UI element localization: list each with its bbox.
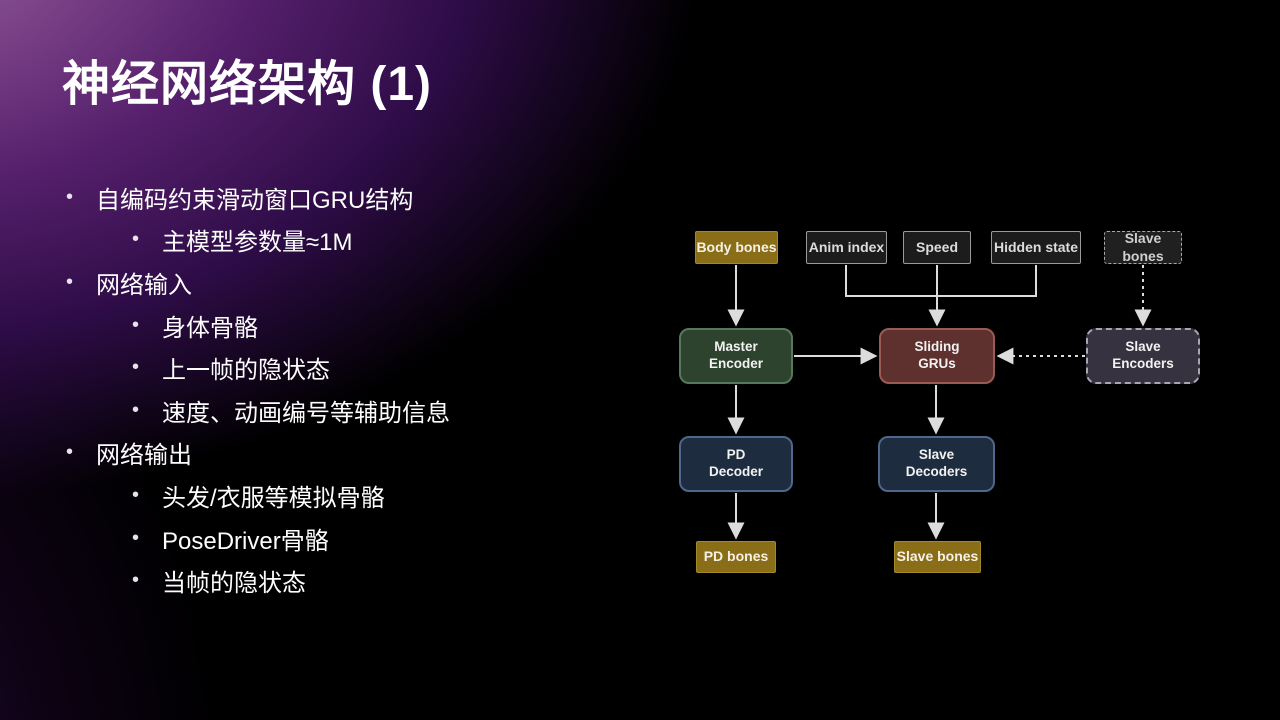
node-slave-decoders: Slave Decoders	[878, 436, 995, 492]
bullet-dot: •	[66, 185, 74, 208]
bullet-text: PoseDriver骨骼	[162, 527, 329, 555]
bullet-dot: •	[132, 526, 140, 549]
bullet-text: 当帧的隐状态	[162, 570, 306, 598]
bullet-item: • 网络输入	[60, 261, 620, 304]
node-speed: Speed	[903, 231, 971, 264]
bullet-dot: •	[132, 356, 140, 379]
bullet-dot: •	[132, 313, 140, 336]
bullet-item: • 速度、动画编号等辅助信息	[60, 389, 620, 432]
bullet-item: • 网络输出	[60, 432, 620, 475]
node-pd-bones: PD bones	[696, 541, 776, 573]
bullet-dot: •	[66, 441, 74, 464]
bullet-item: • 自编码约束滑动窗口GRU结构	[60, 176, 620, 219]
bullet-dot: •	[132, 398, 140, 421]
bullet-text: 身体骨骼	[162, 314, 258, 342]
bullet-dot: •	[132, 569, 140, 592]
bullet-text: 网络输出	[96, 442, 192, 470]
bullet-dot: •	[132, 228, 140, 251]
node-body-bones: Body bones	[695, 231, 778, 264]
bullet-dot: •	[132, 483, 140, 506]
bullet-text: 头发/衣服等模拟骨骼	[162, 484, 385, 512]
bullet-text: 网络输入	[96, 271, 192, 299]
bullet-item: • 上一帧的隐状态	[60, 346, 620, 389]
bullet-item: • 身体骨骼	[60, 304, 620, 347]
bullet-dot: •	[66, 270, 74, 293]
bullet-item: • 当帧的隐状态	[60, 559, 620, 602]
node-slave-encoders: Slave Encoders	[1086, 328, 1200, 384]
node-slave-bones-input: Slave bones	[1104, 230, 1182, 264]
slide-title: 神经网络架构 (1)	[62, 58, 433, 111]
node-anim-index: Anim index	[806, 231, 887, 264]
connector-aux-inputs	[845, 265, 1037, 297]
bullet-text: 速度、动画编号等辅助信息	[162, 399, 450, 427]
node-master-encoder: Master Encoder	[679, 328, 793, 384]
bullet-text: 自编码约束滑动窗口GRU结构	[96, 186, 414, 214]
node-sliding-grus: Sliding GRUs	[879, 328, 995, 384]
bullet-item: • 头发/衣服等模拟骨骼	[60, 474, 620, 517]
bullet-text: 主模型参数量≈1M	[162, 229, 353, 257]
node-hidden-state: Hidden state	[991, 231, 1081, 264]
node-slave-bones-output: Slave bones	[894, 541, 981, 573]
bullet-item: • PoseDriver骨骼	[60, 517, 620, 560]
bullet-item: • 主模型参数量≈1M	[60, 219, 620, 262]
bullet-list: • 自编码约束滑动窗口GRU结构 • 主模型参数量≈1M • 网络输入 • 身体骨骼 •…	[60, 176, 620, 602]
node-pd-decoder: PD Decoder	[679, 436, 793, 492]
bullet-text: 上一帧的隐状态	[162, 357, 330, 385]
